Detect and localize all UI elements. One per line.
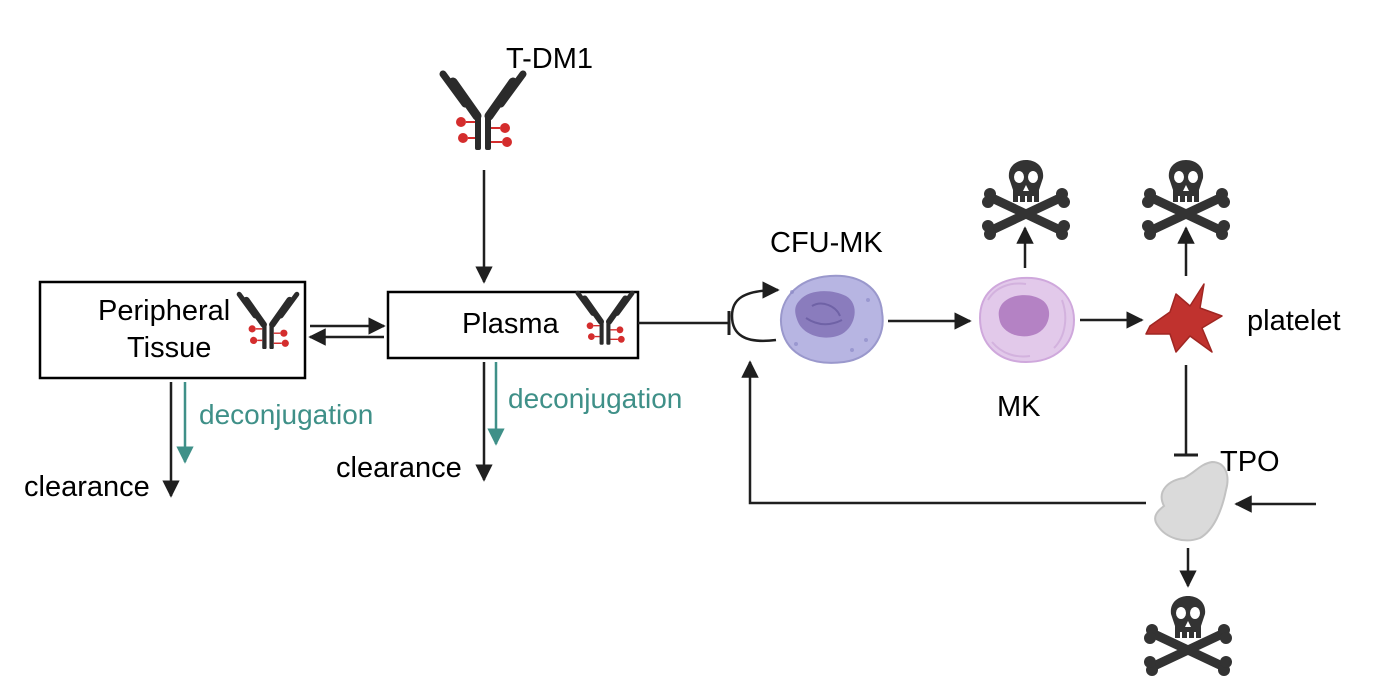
clearance-left-label: clearance [24,471,150,503]
t-dm1-label: T-DM1 [506,43,593,75]
platelet-label: platelet [1247,305,1341,337]
clearance-right-label: clearance [336,452,462,484]
plasma-box [386,290,640,360]
cfu-mk-label: CFU-MK [770,227,883,259]
tpo-feedback-arrow [741,360,1146,505]
tpo-label: TPO [1220,446,1280,478]
mk-label: MK [997,391,1041,423]
platelet-icon [1145,283,1223,353]
self-renewal-arrow [730,281,780,343]
peripheral-label-line1: Peripheral [98,295,230,327]
tpo-death-skull-icon [1144,596,1232,676]
tpo-liver-icon [1154,460,1229,542]
cfu-mk-cell-icon [779,274,884,364]
peripheral-label-line2: Tissue [127,332,211,364]
peripheral-tissue-box [38,280,307,380]
deconjugation-left-label: deconjugation [199,399,373,430]
antibody-drug-conjugate-icon [443,74,523,150]
deconjugation-right-label: deconjugation [508,383,682,414]
mk-cell-icon [978,276,1076,364]
plasma-label: Plasma [462,308,560,340]
